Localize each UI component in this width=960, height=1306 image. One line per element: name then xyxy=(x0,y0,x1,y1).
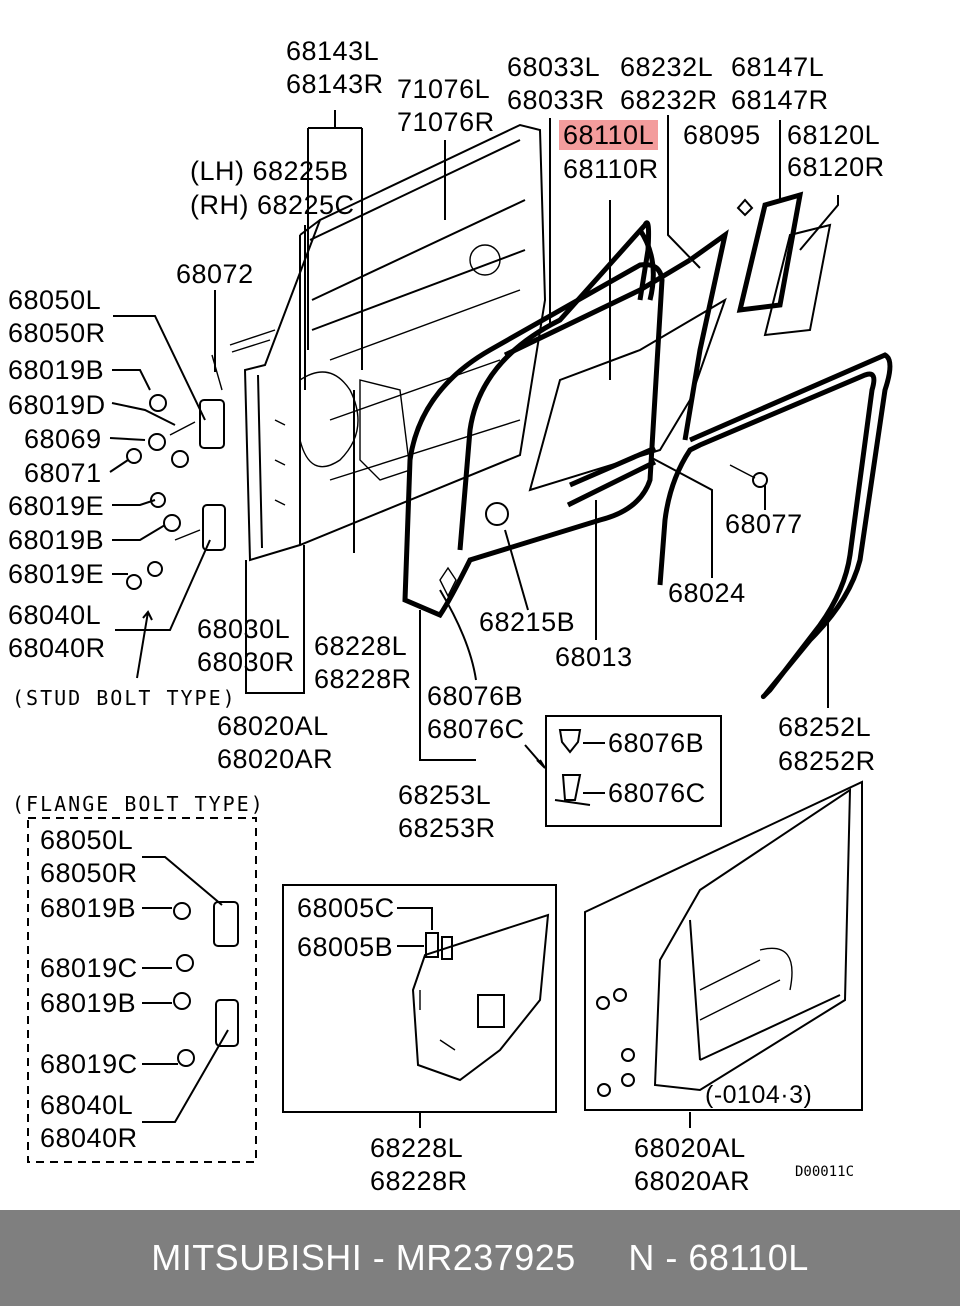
label-68120l: 68120L xyxy=(787,120,881,150)
label-68033l: 68033L xyxy=(507,52,601,82)
label-68005c: 68005C xyxy=(297,893,395,923)
label-68071: 68071 xyxy=(24,458,102,488)
label-68050l: 68050L xyxy=(8,285,102,315)
belt-moulding-68024 xyxy=(569,445,656,488)
label-68019d: 68019D xyxy=(8,390,106,420)
label-68228l-top: 68228L xyxy=(314,631,408,661)
label-71076r: 71076R xyxy=(397,107,495,137)
label-68232l: 68232L xyxy=(620,52,714,82)
note-date-range: (-0104·3) xyxy=(705,1081,813,1109)
label-68040r: 68040R xyxy=(8,633,106,663)
note-flange-bolt-type: (FLANGE BOLT TYPE) xyxy=(12,792,265,816)
label-68019e-2: 68019E xyxy=(8,559,105,589)
label-68077: 68077 xyxy=(725,509,803,539)
label-inset-68076c: 68076C xyxy=(608,778,706,808)
footer-bar: MITSUBISHI - MR237925 N - 68110L xyxy=(0,1210,960,1306)
flange-label-68019b-2: 68019B xyxy=(40,988,137,1018)
flange-label-68040r: 68040R xyxy=(40,1123,138,1153)
label-68024: 68024 xyxy=(668,578,746,608)
label-68228r-top: 68228R xyxy=(314,664,412,694)
label-68215b: 68215B xyxy=(479,607,576,637)
label-68095: 68095 xyxy=(683,120,761,150)
label-68076b: 68076B xyxy=(427,681,524,711)
label-68143l: 68143L xyxy=(286,36,380,66)
label-68120r: 68120R xyxy=(787,152,885,182)
label-68019e-1: 68019E xyxy=(8,491,105,521)
door-assembly-box xyxy=(584,780,863,1128)
label-68030r: 68030R xyxy=(197,647,295,677)
label-68030l: 68030L xyxy=(197,614,291,644)
flange-label-68019c-1: 68019C xyxy=(40,953,138,983)
inner-seal xyxy=(457,220,652,551)
label-68013: 68013 xyxy=(555,642,633,672)
label-68020al-top: 68020AL xyxy=(217,711,329,741)
label-68110r: 68110R xyxy=(563,154,659,184)
label-68232r: 68232R xyxy=(620,85,718,115)
label-68252r: 68252R xyxy=(778,746,876,776)
glass-run-68033 xyxy=(503,228,692,358)
label-68072: 68072 xyxy=(176,259,254,289)
label-68050r: 68050R xyxy=(8,318,106,348)
label-68110l-highlighted: 68110L xyxy=(559,120,659,150)
label-rh-68225c: (RH) 68225C xyxy=(190,190,355,220)
label-68147l: 68147L xyxy=(731,52,825,82)
label-68143r: 68143R xyxy=(286,69,384,99)
label-68005b: 68005B xyxy=(297,932,394,962)
label-68033r: 68033R xyxy=(507,85,605,115)
label-68069: 68069 xyxy=(24,424,102,454)
flange-label-68050l: 68050L xyxy=(40,825,134,855)
label-68253r: 68253R xyxy=(398,813,496,843)
label-lh-68225b: (LH) 68225B xyxy=(190,156,349,186)
label-68076c: 68076C xyxy=(427,714,525,744)
label-68020ar-top: 68020AR xyxy=(217,744,334,774)
label-68228l-bottom: 68228L xyxy=(370,1133,464,1163)
leader-lines xyxy=(109,110,839,794)
clip-inset-box xyxy=(545,715,722,827)
door-glass-68110 xyxy=(528,297,727,492)
quarter-glass-68147 xyxy=(736,191,804,313)
label-71076l: 71076L xyxy=(397,74,491,104)
label-68020al-bottom: 68020AL xyxy=(634,1133,746,1163)
label-68019b-2: 68019B xyxy=(8,525,105,555)
opening-weatherstrip-68252 xyxy=(657,352,893,700)
door-panel-drawing xyxy=(229,123,547,562)
flange-label-68050r: 68050R xyxy=(40,858,138,888)
label-68147r: 68147R xyxy=(731,85,829,115)
note-stud-bolt-type: (STUD BOLT TYPE) xyxy=(12,686,237,710)
label-inset-68076b: 68076B xyxy=(608,728,705,758)
flange-bolt-box xyxy=(27,817,257,1163)
belt-moulding-68013 xyxy=(566,459,657,508)
diagram-code: D00011C xyxy=(795,1164,855,1180)
parts-diagram: 68143L 68143R 71076L 71076R 68033L 68033… xyxy=(8,36,893,1196)
label-68252l: 68252L xyxy=(778,712,872,742)
label-68253l: 68253L xyxy=(398,780,492,810)
trim-panel-box xyxy=(282,884,557,1128)
flange-label-68040l: 68040L xyxy=(40,1090,134,1120)
weatherstrip-68253 xyxy=(402,262,665,619)
channel-68232 xyxy=(682,229,729,441)
label-68228r-bottom: 68228R xyxy=(370,1166,468,1196)
door-exploded-view xyxy=(27,110,893,1163)
label-68040l: 68040L xyxy=(8,600,102,630)
label-68019b-1: 68019B xyxy=(8,355,105,385)
hinge-bolts xyxy=(126,198,768,598)
quarter-glass-68120 xyxy=(763,223,832,337)
label-68020ar-bottom: 68020AR xyxy=(634,1166,751,1196)
flange-label-68019c-2: 68019C xyxy=(40,1049,138,1079)
footer-part-info: MITSUBISHI - MR237925 N - 68110L xyxy=(151,1237,809,1278)
flange-label-68019b-1: 68019B xyxy=(40,893,137,923)
highlighted-part-number: 68110L xyxy=(559,120,659,150)
